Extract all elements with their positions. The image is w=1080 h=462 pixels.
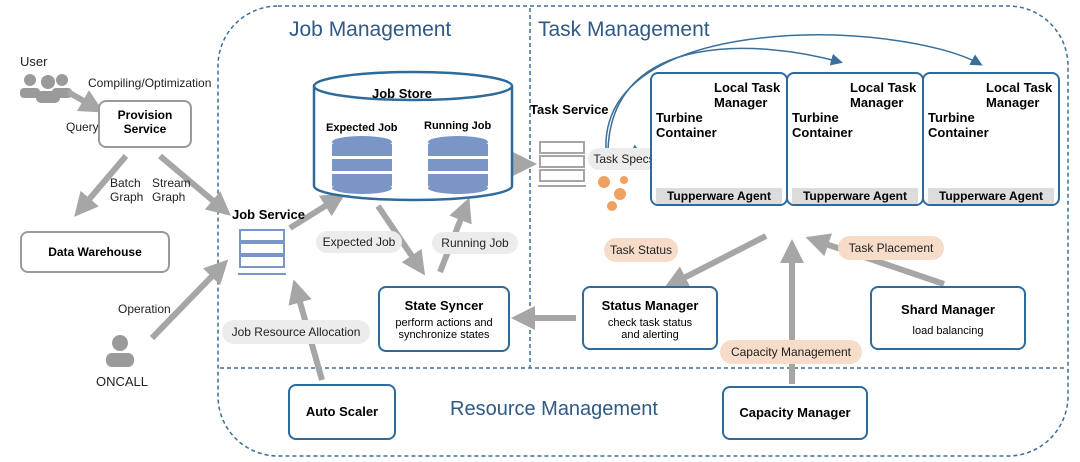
container-1-turbine-line-2: Container [656, 125, 717, 140]
arrow-provision-to-warehouse [74, 154, 129, 217]
container-3-turbine-container: Turbine Container [928, 110, 989, 140]
task-specs-pill: Task Specs [588, 148, 660, 170]
container-3-agent: Tupperware Agent [928, 188, 1054, 204]
container-2-local-line-2: Manager [850, 95, 904, 110]
user-group-icon [20, 74, 72, 103]
arrow-provision-to-jobservice [158, 153, 231, 216]
provision-service-label-1: Provision [117, 108, 173, 122]
container-2-turbine-line-2: Container [792, 125, 853, 140]
state-syncer-label: State Syncer [404, 298, 484, 313]
batch-graph-line-2: Graph [110, 190, 144, 204]
running-job-db-icon [428, 136, 488, 194]
job-store-label: Job Store [372, 86, 432, 101]
arrow-jobservice-to-expected [288, 193, 346, 231]
container-1-local-task-manager: Local Task Manager [714, 80, 780, 110]
outer-region [217, 5, 1069, 457]
provision-service-box[interactable]: Provision Service [98, 100, 192, 148]
oncall-label: ONCALL [96, 374, 149, 389]
expected-job-pill: Expected Job [316, 231, 402, 253]
container-2-agent: Tupperware Agent [792, 188, 918, 204]
oncall-person-icon [106, 335, 134, 367]
arrow-containers-to-statusmgr [663, 233, 768, 289]
stream-graph-line-2: Graph [152, 190, 186, 204]
job-store-cylinder [312, 70, 514, 202]
stream-graph-label: Stream Graph [152, 176, 191, 204]
container-3-local-line-2: Manager [986, 95, 1040, 110]
container-2-turbine-line-1: Turbine [792, 110, 839, 125]
task-service-label: Task Service [530, 102, 609, 117]
query-label: Query [66, 120, 99, 134]
job-service-server-icon [238, 229, 286, 275]
container-1-turbine-line-1: Turbine [656, 110, 703, 125]
status-manager-label: Status Manager [601, 298, 699, 313]
container-1-turbine-container: Turbine Container [656, 110, 717, 140]
container-3-local-line-1: Local Task [986, 80, 1053, 95]
container-3[interactable]: Local Task Manager Turbine Container Tup… [922, 72, 1060, 206]
job-management-title: Job Management [289, 18, 452, 41]
arrow-oncall-to-jobservice [149, 259, 229, 341]
state-syncer-desc-1: perform actions and [395, 317, 493, 329]
container-2-local-line-1: Local Task [850, 80, 917, 95]
auto-scaler-box[interactable]: Auto Scaler [288, 384, 396, 440]
job-service-label: Job Service [232, 207, 305, 222]
state-syncer-desc-2: synchronize states [398, 329, 490, 341]
batch-graph-label: Batch Graph [110, 176, 143, 204]
curve-arrow-to-container-3 [605, 34, 983, 151]
job-resource-allocation-pill: Job Resource Allocation [222, 320, 370, 344]
arrow-shardmgr-to-containers [805, 233, 945, 287]
status-manager-box[interactable]: Status Manager check task status and ale… [582, 286, 718, 350]
container-3-turbine-line-1: Turbine [928, 110, 975, 125]
container-3-turbine-line-2: Container [928, 125, 989, 140]
container-1[interactable]: Local Task Manager Turbine Container Tup… [650, 72, 788, 206]
task-placement-pill: Task Placement [838, 236, 944, 260]
status-manager-desc-2: and alerting [621, 329, 679, 341]
arrow-user-to-provision [66, 89, 104, 113]
state-syncer-box[interactable]: State Syncer perform actions and synchro… [378, 286, 510, 352]
capacity-management-pill: Capacity Management [720, 340, 862, 364]
compiling-label: Compiling/Optimization [88, 76, 212, 90]
curve-arrow-to-container-2 [607, 47, 843, 151]
task-status-pill: Task Status [604, 238, 678, 262]
container-2-local-task-manager: Local Task Manager [850, 80, 916, 110]
shard-manager-label: Shard Manager [901, 302, 995, 317]
resource-management-title: Resource Management [450, 398, 658, 420]
gears-icon [598, 176, 628, 211]
status-manager-desc-1: check task status [607, 317, 693, 329]
stream-graph-line-1: Stream [152, 176, 191, 190]
shard-manager-desc: load balancing [912, 325, 984, 337]
container-1-local-line-2: Manager [714, 95, 768, 110]
provision-service-label-2: Service [123, 122, 167, 136]
user-label: User [20, 54, 48, 69]
data-warehouse-box[interactable]: Data Warehouse [20, 231, 170, 273]
shard-manager-box[interactable]: Shard Manager load balancing [870, 286, 1026, 350]
container-2-turbine-container: Turbine Container [792, 110, 853, 140]
task-management-title: Task Management [538, 18, 710, 41]
container-1-agent: Tupperware Agent [656, 188, 782, 204]
container-2[interactable]: Local Task Manager Turbine Container Tup… [786, 72, 924, 206]
expected-job-db-icon [332, 136, 392, 194]
running-job-label: Running Job [424, 120, 492, 132]
task-service-server-icon [538, 141, 586, 187]
operation-label: Operation [118, 302, 171, 316]
expected-job-label: Expected Job [326, 122, 398, 134]
capacity-manager-box[interactable]: Capacity Manager [722, 386, 868, 440]
running-job-pill: Running Job [432, 232, 518, 254]
batch-graph-line-1: Batch [110, 176, 141, 190]
container-1-local-line-1: Local Task [714, 80, 781, 95]
container-3-local-task-manager: Local Task Manager [986, 80, 1052, 110]
